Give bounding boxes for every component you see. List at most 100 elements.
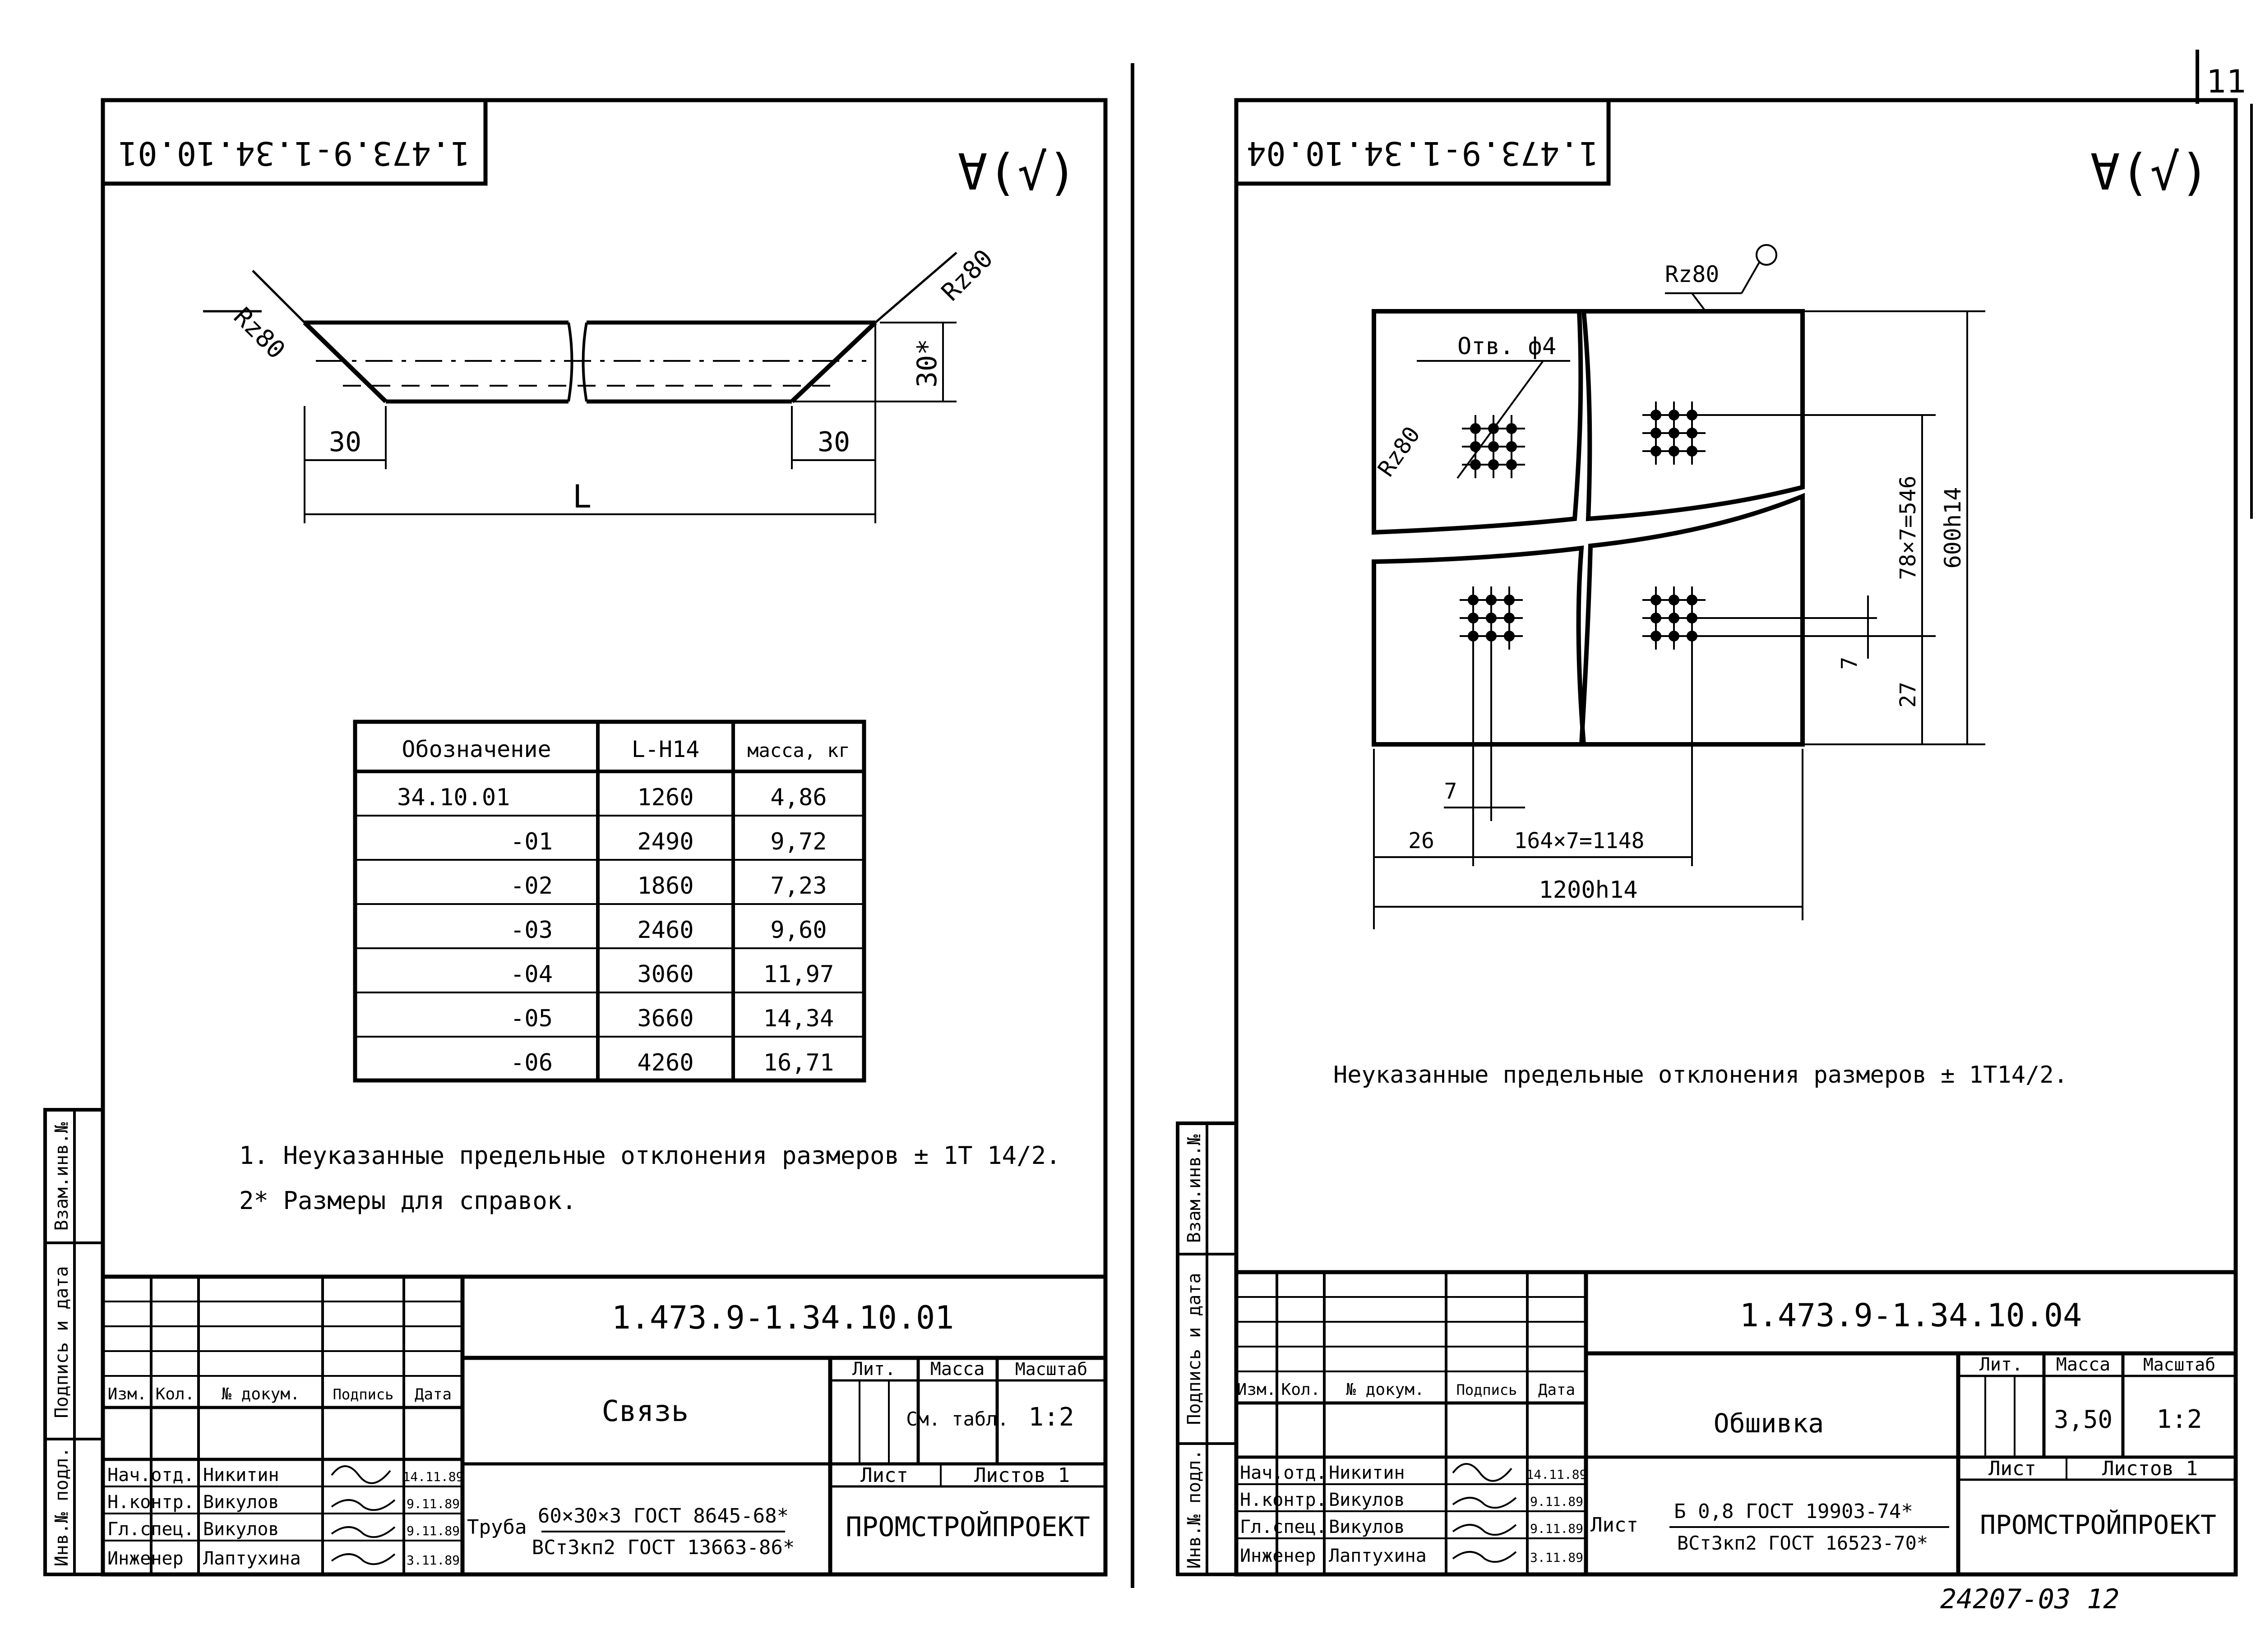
- left-note-2: 2* Размеры для справок.: [239, 1186, 577, 1215]
- svg-text:16,71: 16,71: [763, 1049, 834, 1076]
- svg-text:Взам.инв.№: Взам.инв.№: [51, 1122, 72, 1231]
- svg-text:3060: 3060: [637, 961, 693, 988]
- right-scale: 1:2: [2156, 1405, 2202, 1434]
- table-header-designation: Обозначение: [402, 736, 551, 762]
- dim-horizontal-pitch: 164×7=1148: [1514, 828, 1645, 854]
- sheet-plan: [1372, 309, 1805, 747]
- signatures: [1452, 1463, 1517, 1563]
- svg-text:-06: -06: [510, 1049, 553, 1076]
- table-row: -03 2460 9,60: [510, 917, 827, 944]
- left-mass: См. табл.: [906, 1408, 1009, 1430]
- table-row: -01 2490 9,72: [510, 828, 827, 855]
- svg-text:Лаптухина: Лаптухина: [1329, 1546, 1427, 1566]
- svg-text:14,34: 14,34: [763, 1005, 834, 1032]
- svg-text:Лит.: Лит.: [1979, 1354, 2023, 1375]
- dim-vertical-offset: 27: [1895, 682, 1921, 708]
- svg-text:Викулов: Викулов: [203, 1492, 279, 1513]
- svg-text:Гл.спец.: Гл.спец.: [1240, 1517, 1327, 1537]
- svg-text:Никитин: Никитин: [1329, 1463, 1405, 1483]
- right-mass: 3,50: [2054, 1405, 2113, 1434]
- svg-text:Н.контр.: Н.контр.: [1240, 1490, 1327, 1510]
- dim-length: L: [573, 478, 592, 515]
- svg-text:Масса: Масса: [2056, 1354, 2110, 1375]
- dim-vertical-pitch: 78×7=546: [1895, 475, 1921, 580]
- right-dimensions: [1373, 244, 1985, 929]
- svg-text:Дата: Дата: [415, 1385, 452, 1403]
- svg-text:Викулов: Викулов: [1329, 1490, 1405, 1510]
- svg-text:Нач.отд.: Нач.отд.: [1240, 1463, 1327, 1483]
- bottom-code: 24207-03 12: [1940, 1583, 2119, 1615]
- svg-text:Б 0,8 ГОСТ 19903-74*: Б 0,8 ГОСТ 19903-74*: [1674, 1500, 1913, 1523]
- svg-text:Масштаб: Масштаб: [2143, 1355, 2215, 1375]
- svg-text:3.11.89: 3.11.89: [1530, 1550, 1583, 1565]
- svg-text:№ докум.: № докум.: [1345, 1380, 1424, 1399]
- svg-text:-04: -04: [510, 961, 553, 988]
- left-scale: 1:2: [1028, 1403, 1074, 1432]
- table-row: -05 3660 14,34: [510, 1005, 834, 1032]
- svg-text:Инв.№ подл.: Инв.№ подл.: [51, 1447, 72, 1567]
- table-row: -04 3060 11,97: [510, 961, 834, 988]
- svg-text:-02: -02: [510, 872, 553, 900]
- svg-text:Труба: Труба: [467, 1516, 527, 1539]
- svg-text:14.11.89: 14.11.89: [1526, 1467, 1587, 1482]
- right-title-block: [1236, 1272, 2236, 1574]
- right-part-name: Обшивка: [1714, 1408, 1824, 1439]
- svg-text:Нач.отд.: Нач.отд.: [107, 1465, 194, 1486]
- svg-text:ВСт3кп2 ГОСТ 13663-86*: ВСт3кп2 ГОСТ 13663-86*: [532, 1536, 795, 1559]
- svg-text:Гл.спец.: Гл.спец.: [107, 1519, 194, 1540]
- svg-text:Листов 1: Листов 1: [974, 1464, 1070, 1487]
- left-mirrored-code: 1.473.9-1.34.10.01: [118, 134, 470, 172]
- svg-text:Лист: Лист: [1988, 1457, 2036, 1480]
- svg-text:Никитин: Никитин: [203, 1465, 279, 1486]
- table-header-length: L-H14: [632, 736, 700, 762]
- svg-text:60×30×3 ГОСТ 8645-68*: 60×30×3 ГОСТ 8645-68*: [538, 1504, 789, 1527]
- left-side-stamp: [43, 1108, 105, 1576]
- svg-text:9.11.89: 9.11.89: [407, 1496, 460, 1511]
- svg-text:9,60: 9,60: [770, 917, 827, 944]
- svg-text:Кол.: Кол.: [1281, 1380, 1321, 1399]
- svg-text:Листов 1: Листов 1: [2102, 1457, 2198, 1480]
- svg-text:Лист: Лист: [1590, 1514, 1638, 1537]
- page-number: 11: [2206, 63, 2247, 100]
- left-sheet-frame: [101, 98, 1108, 1577]
- svg-text:Лит.: Лит.: [852, 1359, 896, 1380]
- hole-label: Отв. ф4: [1457, 333, 1556, 360]
- svg-text:Инженер: Инженер: [107, 1548, 184, 1569]
- svg-text:9.11.89: 9.11.89: [407, 1523, 460, 1538]
- right-finish-mark: ∀(√): [2090, 143, 2210, 201]
- svg-text:Изм.: Изм.: [1237, 1380, 1276, 1399]
- svg-text:11,97: 11,97: [763, 961, 834, 988]
- right-sheet-frame: [1234, 98, 2238, 1577]
- svg-text:Кол.: Кол.: [156, 1385, 195, 1403]
- right-sheet: 1.473.9-1.34.10.04 ∀(√): [1234, 98, 2238, 1577]
- svg-text:1260: 1260: [637, 784, 693, 811]
- svg-text:Подпись: Подпись: [333, 1386, 394, 1403]
- page-number-box: 11: [2196, 50, 2253, 519]
- svg-text:Лист: Лист: [860, 1464, 908, 1487]
- svg-text:Лаптухина: Лаптухина: [203, 1548, 301, 1569]
- svg-text:Инженер: Инженер: [1240, 1546, 1316, 1566]
- svg-text:Подпись и дата: Подпись и дата: [51, 1266, 72, 1418]
- table-header-mass: масса, кг: [747, 739, 850, 761]
- svg-text:ВСт3кп2 ГОСТ 16523-70*: ВСт3кп2 ГОСТ 16523-70*: [1677, 1532, 1928, 1554]
- right-side-stamp: [1176, 1121, 1238, 1576]
- left-doc-code: 1.473.9-1.34.10.01: [612, 1299, 954, 1336]
- svg-text:Викулов: Викулов: [203, 1519, 279, 1540]
- svg-text:№ докум.: № докум.: [221, 1385, 300, 1403]
- dim-horizontal-small: 7: [1444, 779, 1457, 804]
- pipe-drawing: [203, 252, 957, 523]
- left-note-1: 1. Неуказанные предельные отклонения раз…: [239, 1141, 1061, 1170]
- svg-text:3.11.89: 3.11.89: [407, 1553, 460, 1568]
- right-mirrored-code: 1.473.9-1.34.10.04: [1247, 134, 1599, 172]
- dim-horizontal-total: 1200h14: [1539, 877, 1637, 904]
- table-row: -06 4260 16,71: [510, 1049, 834, 1076]
- dim-height: 30*: [911, 339, 943, 388]
- svg-text:2490: 2490: [637, 828, 693, 855]
- svg-text:4,86: 4,86: [770, 784, 827, 811]
- svg-text:Инв.№ подл.: Инв.№ подл.: [1184, 1449, 1205, 1569]
- svg-text:9.11.89: 9.11.89: [1530, 1521, 1583, 1536]
- mass-table: Обозначение L-H14 масса, кг 34.10.01 126…: [353, 720, 866, 1083]
- right-roughness-top: Rz80: [1665, 261, 1719, 287]
- left-title-block: [103, 1274, 1105, 1574]
- left-finish-mark: ∀(√): [958, 143, 1077, 201]
